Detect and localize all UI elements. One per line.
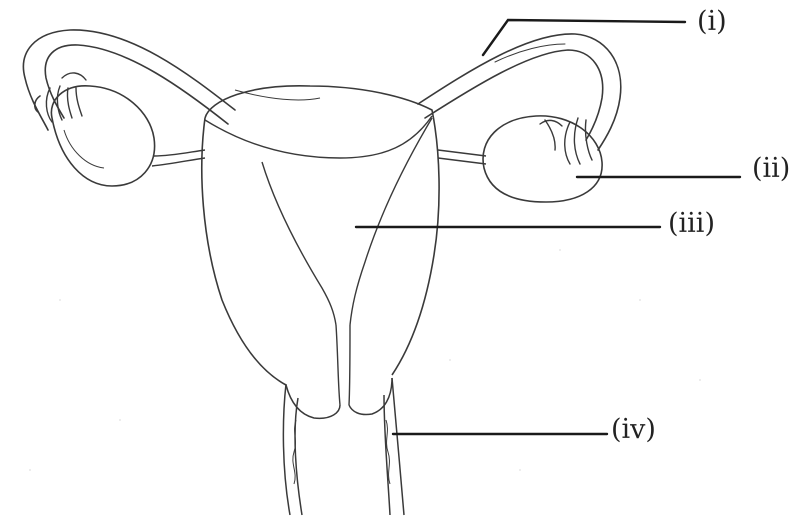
cervical-canal [336, 325, 350, 405]
right-fimbriae [540, 118, 592, 164]
paper-texture [29, 249, 701, 471]
right-fallopian-tube [418, 34, 621, 150]
left-ovary [51, 86, 154, 186]
pointer-i [483, 20, 685, 55]
right-ovarian-ligament [438, 150, 486, 164]
label-i: (i) [697, 8, 727, 35]
label-iv: (iv) [611, 416, 656, 443]
label-iii: (iii) [668, 210, 715, 237]
uterus-body [202, 86, 439, 385]
uterine-cavity [205, 116, 432, 325]
vagina [283, 378, 404, 515]
left-ovarian-ligament [152, 150, 205, 166]
right-ovary [483, 116, 602, 202]
left-fallopian-tube [23, 30, 235, 130]
label-ii: (ii) [752, 155, 790, 182]
